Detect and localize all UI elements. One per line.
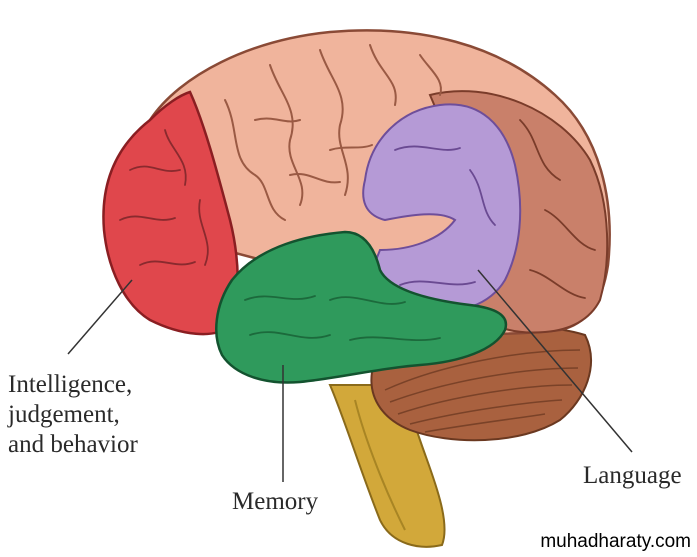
- label-intelligence-line1: Intelligence,: [8, 371, 133, 398]
- label-intelligence-line2: judgement,: [8, 401, 120, 428]
- label-language: Language: [583, 462, 682, 489]
- leader-line-intelligence: [67, 279, 133, 355]
- temporal-lobe: [215, 230, 508, 384]
- label-intelligence: Intelligence, judgement, and behavior: [8, 370, 138, 460]
- leader-line-language: [477, 269, 633, 453]
- label-memory: Memory: [232, 488, 319, 515]
- label-intelligence-line3: and behavior: [8, 431, 138, 458]
- watermark-text: muhadharaty.com: [540, 531, 691, 552]
